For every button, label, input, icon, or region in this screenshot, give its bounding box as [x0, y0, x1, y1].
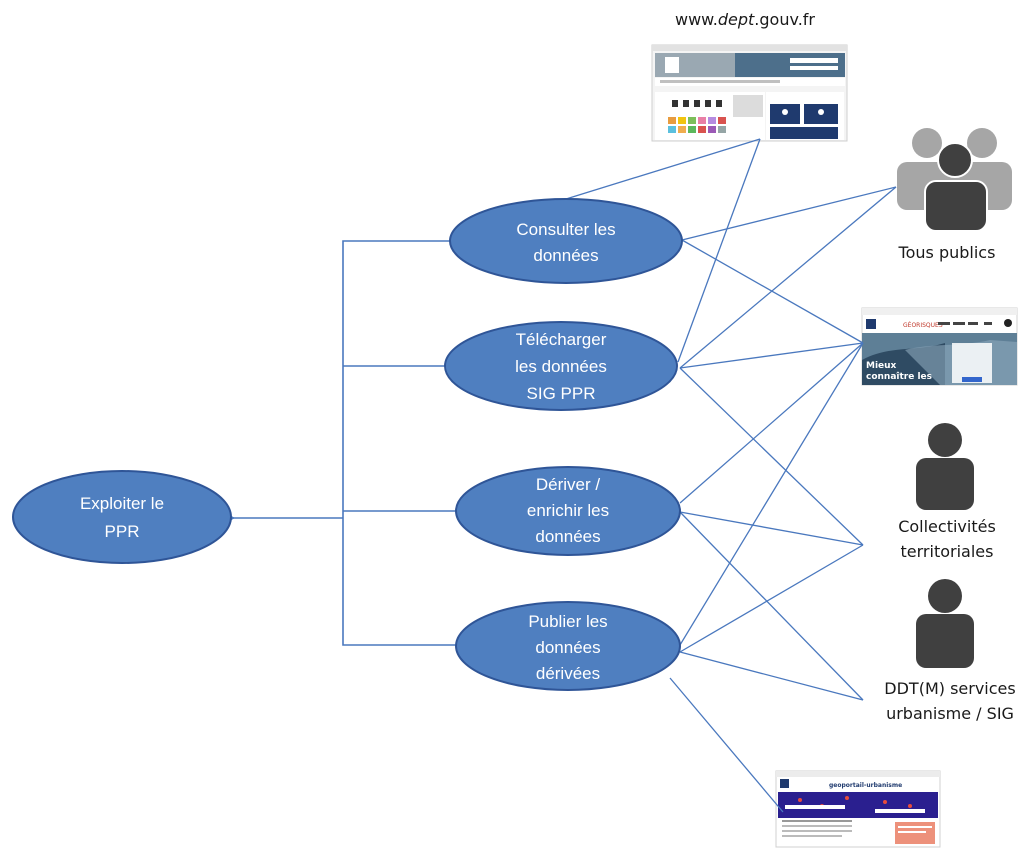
use-case-label: SIG PPR [527, 384, 596, 403]
person-icon [916, 423, 974, 510]
dept-url-label: www.dept.gouv.fr [675, 10, 815, 29]
use-case-label: PPR [105, 522, 140, 541]
use-case-telecharger: Télécharger les données SIG PPR [444, 321, 678, 411]
use-case-label: les données [515, 357, 607, 376]
connector-lines [565, 138, 897, 813]
group-people-icon [897, 128, 1012, 232]
use-case-label: données [535, 527, 600, 546]
georisques-hero-text-2: connaître les [866, 372, 932, 382]
use-case-exploiter-ppr: Exploiter le PPR [12, 470, 232, 564]
geoportail-website-thumbnail: geoportail-urbanisme [775, 770, 941, 848]
use-case-consulter: Consulter les données [449, 198, 683, 284]
georisques-hero-text-1: Mieux [866, 361, 897, 371]
use-case-label: Exploiter le [80, 494, 164, 513]
use-case-label: Télécharger [516, 330, 607, 349]
use-case-label: Publier les [528, 612, 607, 631]
georisques-logo: GÉORISQUES [903, 321, 943, 329]
use-case-publier: Publier les données dérivées [455, 601, 681, 691]
actor-label-collectivites: Collectivités [898, 517, 996, 536]
actor-label-tous-publics: Tous publics [898, 243, 996, 262]
actor-label-ddt: DDT(M) services [884, 679, 1015, 698]
geoportail-logo: geoportail-urbanisme [829, 782, 902, 789]
actor-label-collectivites: territoriales [901, 542, 994, 561]
use-case-deriver: Dériver / enrichir les données [455, 466, 681, 556]
use-case-label: données [533, 246, 598, 265]
actor-label-ddt: urbanisme / SIG [886, 704, 1014, 723]
use-case-label: données [535, 638, 600, 657]
dept-website-thumbnail [651, 44, 848, 142]
bus-connector [233, 240, 456, 646]
use-case-label: Dériver / [536, 475, 601, 494]
georisques-website-thumbnail: GÉORISQUES Mieux connaître les [861, 307, 1018, 386]
person-icon [916, 579, 974, 668]
use-case-label: enrichir les [527, 501, 609, 520]
use-case-label: dérivées [536, 664, 600, 683]
use-case-label: Consulter les [516, 220, 615, 239]
